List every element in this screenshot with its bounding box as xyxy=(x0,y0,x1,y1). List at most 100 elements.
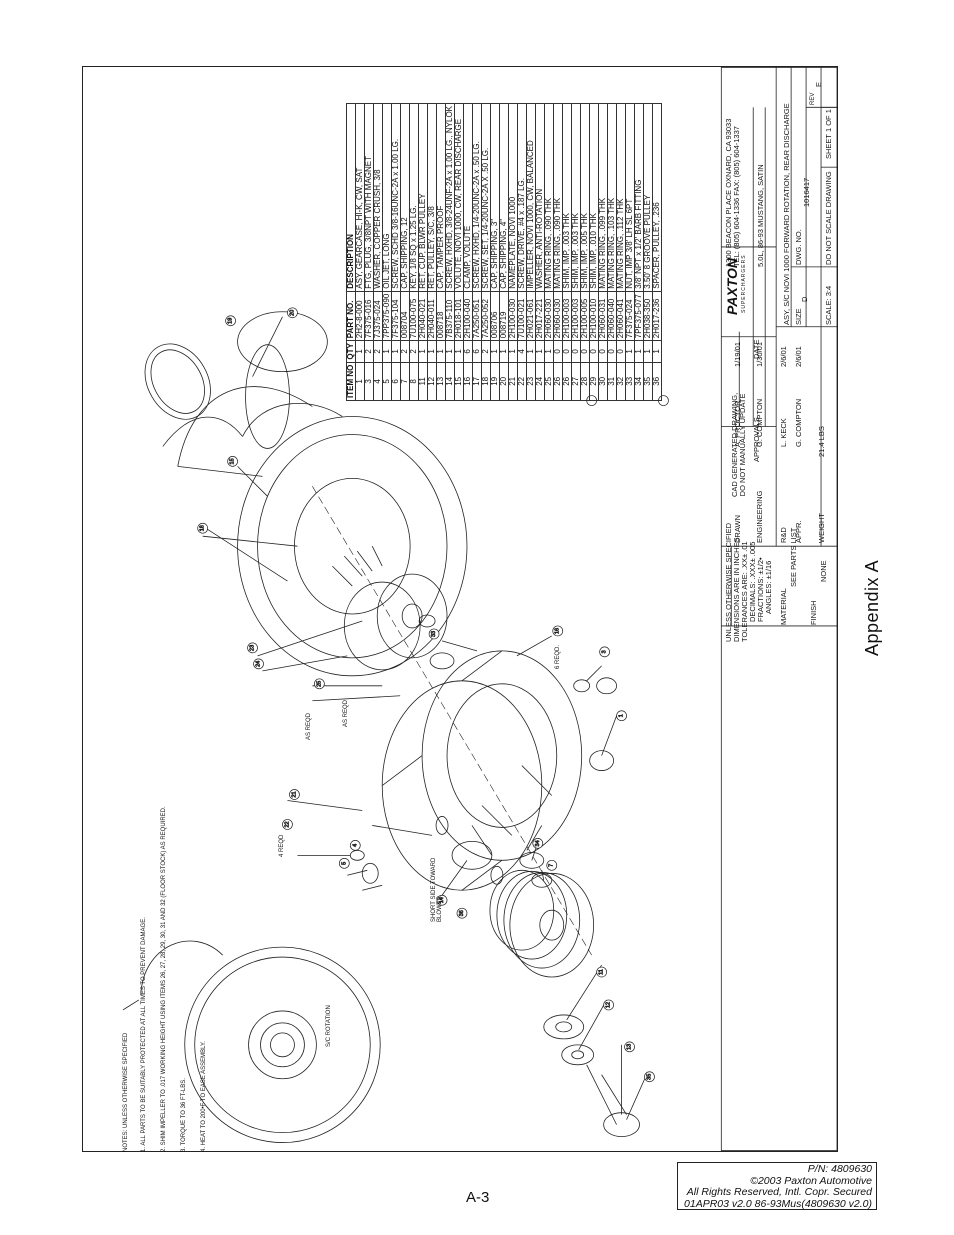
balloon-34 xyxy=(532,838,544,849)
balloon-11 xyxy=(596,966,607,978)
footer-part-number: P/N: 4809630 xyxy=(807,1163,872,1175)
weight-label: WEIGHT xyxy=(817,513,826,543)
page-number: A-3 xyxy=(466,1189,490,1206)
rev-value: E xyxy=(814,81,823,87)
description-cell: SPACER, PULLEY, .236 xyxy=(652,103,662,292)
balloon-14 xyxy=(436,894,448,906)
as-reqd-label-1: AS REQD xyxy=(306,712,312,740)
approval-date: 2/6/01 xyxy=(794,346,803,367)
do-not-scale: DO NOT SCALE DRAWING xyxy=(824,171,833,265)
balloon-number: 14 xyxy=(439,897,445,903)
balloon-number: 1 xyxy=(619,714,625,717)
balloon-16 xyxy=(552,625,564,637)
sc-rotation-label: S/C ROTATION xyxy=(326,1005,332,1047)
balloon-number: 4 xyxy=(352,844,358,847)
balloon-number: 7 xyxy=(549,864,555,867)
balloon-36 xyxy=(456,907,468,919)
balloon-18 xyxy=(197,522,209,534)
exploded-assembly-drawing: 1920151823242533163121224514347361112133… xyxy=(122,67,837,1151)
balloon-35 xyxy=(644,1071,655,1083)
balloon-33 xyxy=(428,628,440,640)
note-line: 1. ALL PARTS TO BE SUITABLY PROTECTED AT… xyxy=(141,917,147,1152)
balloon-number: 25 xyxy=(316,681,322,687)
notes-block: NOTES: UNLESS OTHERWISE SPECIFIED 1. ALL… xyxy=(123,806,207,1152)
balloon-number: 35 xyxy=(646,1074,652,1080)
balloon-number: 23 xyxy=(250,645,256,651)
part-no-cell: 2H017-236 xyxy=(652,291,662,341)
sheet-text: SHEET 1 OF 1 xyxy=(824,109,833,159)
footer-version: 01APR03 v2.0 86-93Mus(4809630 v2.0) xyxy=(684,1197,872,1210)
balloon-number: 3 xyxy=(602,650,608,653)
size-label: SIZE xyxy=(794,308,803,325)
balloon-25 xyxy=(314,678,325,690)
dwg-no-label: DWG. NO. xyxy=(794,229,803,265)
balloon-22 xyxy=(282,819,293,830)
note-line: 3. TORQUE TO 36 FT-LBS. xyxy=(181,1078,187,1152)
finish-label: FINISH xyxy=(809,600,818,625)
approval-name: G. COMPTON xyxy=(794,398,803,447)
balloon-15 xyxy=(227,456,238,467)
balloon-3 xyxy=(599,646,610,658)
scale-text: SCALE: 3:4 xyxy=(824,285,833,325)
impeller xyxy=(332,545,455,671)
balloon-number: 13 xyxy=(627,1044,633,1050)
balloon-number: 18 xyxy=(200,525,206,531)
balloon-7 xyxy=(546,859,558,871)
balloon-23 xyxy=(247,642,258,654)
pulley-assembly xyxy=(489,869,640,1137)
balloon-24 xyxy=(253,658,264,670)
balloon-1 xyxy=(616,710,627,722)
pulley-end-view xyxy=(122,940,381,1143)
gearcase xyxy=(362,650,583,891)
approval-role: DRAWN xyxy=(733,514,742,543)
balloon-13 xyxy=(624,1041,635,1053)
address-block: 1300 BEACON PLACE OXNARD, CA 93033 TEL: … xyxy=(724,119,741,267)
drawing-title: ASY, S/C NOVI 1000 FORWARD ROTATION, REA… xyxy=(782,103,791,325)
title-block-frame xyxy=(720,67,837,1151)
balloon-number: 24 xyxy=(256,661,262,667)
short-side-label: SHORT SIDE TOWARD BLOWER xyxy=(431,858,443,922)
balloon-number: 11 xyxy=(599,969,605,975)
company-sub: SUPERCHARGERS xyxy=(741,254,747,313)
approval-role: ENGINEERING xyxy=(755,490,764,543)
balloon-number: 33 xyxy=(431,631,437,637)
balloon-number: 21 xyxy=(291,791,297,797)
approval-date: 1/19/01 xyxy=(733,341,742,367)
short-side-line: BLOWER xyxy=(437,895,443,922)
approval-date: 1/30/01 xyxy=(755,341,764,367)
balloon-2-marker xyxy=(586,395,597,406)
approval-name: A. PROCTOR xyxy=(733,400,742,447)
balloon-19 xyxy=(225,315,236,327)
qty-cell: 1 xyxy=(652,340,662,363)
dwg-no-value: 1016417 xyxy=(802,177,811,207)
balloon-number: 20 xyxy=(289,310,295,316)
balloon-number: 22 xyxy=(284,821,290,827)
approval-date: 2/6/01 xyxy=(779,346,788,367)
balloon-number: 19 xyxy=(228,318,234,324)
balloon-number: 36 xyxy=(459,910,465,916)
rev-label: REV xyxy=(810,92,816,105)
balloon-number: 34 xyxy=(535,840,541,846)
balloon-number: 16 xyxy=(555,628,561,634)
tolerance-line: ANGLES: ±1/16 xyxy=(764,560,773,614)
four-reqd-label: 4 REQD xyxy=(279,834,285,857)
balloon-number: 15 xyxy=(230,458,236,464)
footer-copyright: ©2003 Paxton Automotive xyxy=(750,1174,872,1187)
note-line: 2. SHIM IMPELLER TO .017 WORKING HEIGHT … xyxy=(161,806,167,1152)
approval-name: G. COMPTON xyxy=(755,398,764,447)
as-reqd-label-2: AS REQD xyxy=(343,699,349,727)
finish-value: NONE xyxy=(819,560,828,582)
address-line: TEL: (805) 604-1336 FAX: (805) 604-1337 xyxy=(732,126,741,267)
approval-role: APPR. xyxy=(794,520,803,543)
approval-role: R&D xyxy=(779,527,788,543)
note-line: 4. HEAT TO 200•F TO EASE ASSEMBLY. xyxy=(201,1041,207,1152)
copyright-footer: P/N: 4809630 ©2003 Paxton Automotive All… xyxy=(677,1162,877,1210)
material-label: MATERIAL xyxy=(779,588,788,625)
balloon-3-marker xyxy=(658,395,669,406)
balloon-20 xyxy=(287,307,298,319)
